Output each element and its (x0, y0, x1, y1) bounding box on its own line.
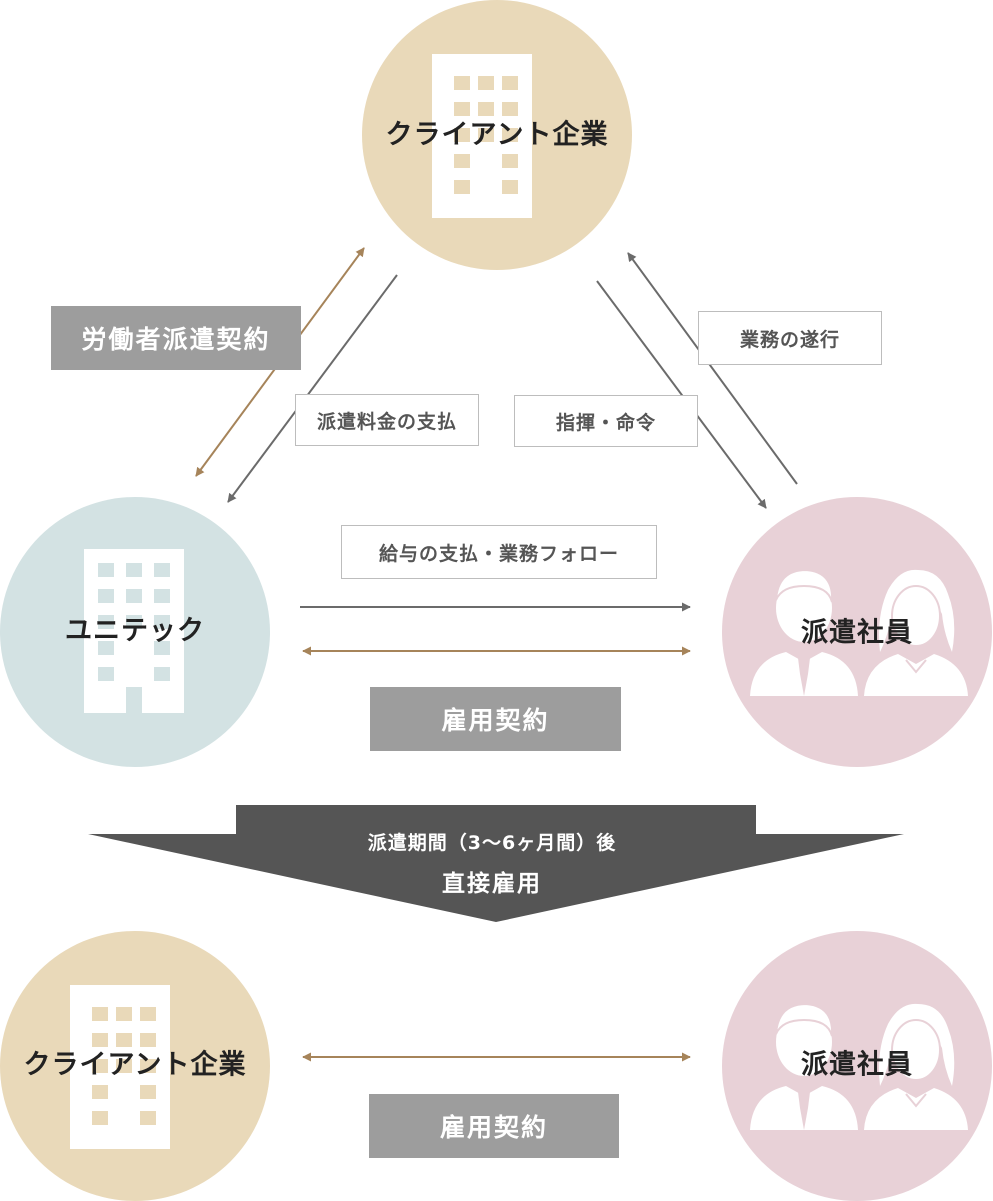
dispatch-contract-label: 労働者派遣契約 (51, 306, 301, 370)
direct-hire-banner-arrow (88, 805, 904, 922)
employment-contract-label-bottom: 雇用契約 (369, 1094, 619, 1158)
banner-direct-hire-text: 直接雇用 (442, 871, 542, 897)
client-label-bottom: クライアント企業 (23, 1049, 247, 1081)
command-order-arrow (596, 280, 767, 509)
fee-payment-arrow (227, 274, 398, 503)
fee-payment-label: 派遣料金の支払 (295, 394, 479, 446)
task-execution-label: 業務の遂行 (698, 311, 882, 365)
client-label-top: クライアント企業 (385, 119, 609, 151)
task-execution-arrow (627, 252, 798, 485)
salary-follow-label: 給与の支払・業務フォロー (341, 525, 657, 579)
banner-period-text: 派遣期間（3〜6ヶ月間）後 (367, 832, 617, 854)
command-order-label: 指揮・命令 (514, 395, 698, 447)
employment-contract-label-top: 雇用契約 (370, 687, 621, 751)
unitec-label: ユニテック (65, 615, 205, 647)
staff-label-top: 派遣社員 (801, 617, 913, 649)
staff-label-bottom: 派遣社員 (801, 1049, 913, 1081)
